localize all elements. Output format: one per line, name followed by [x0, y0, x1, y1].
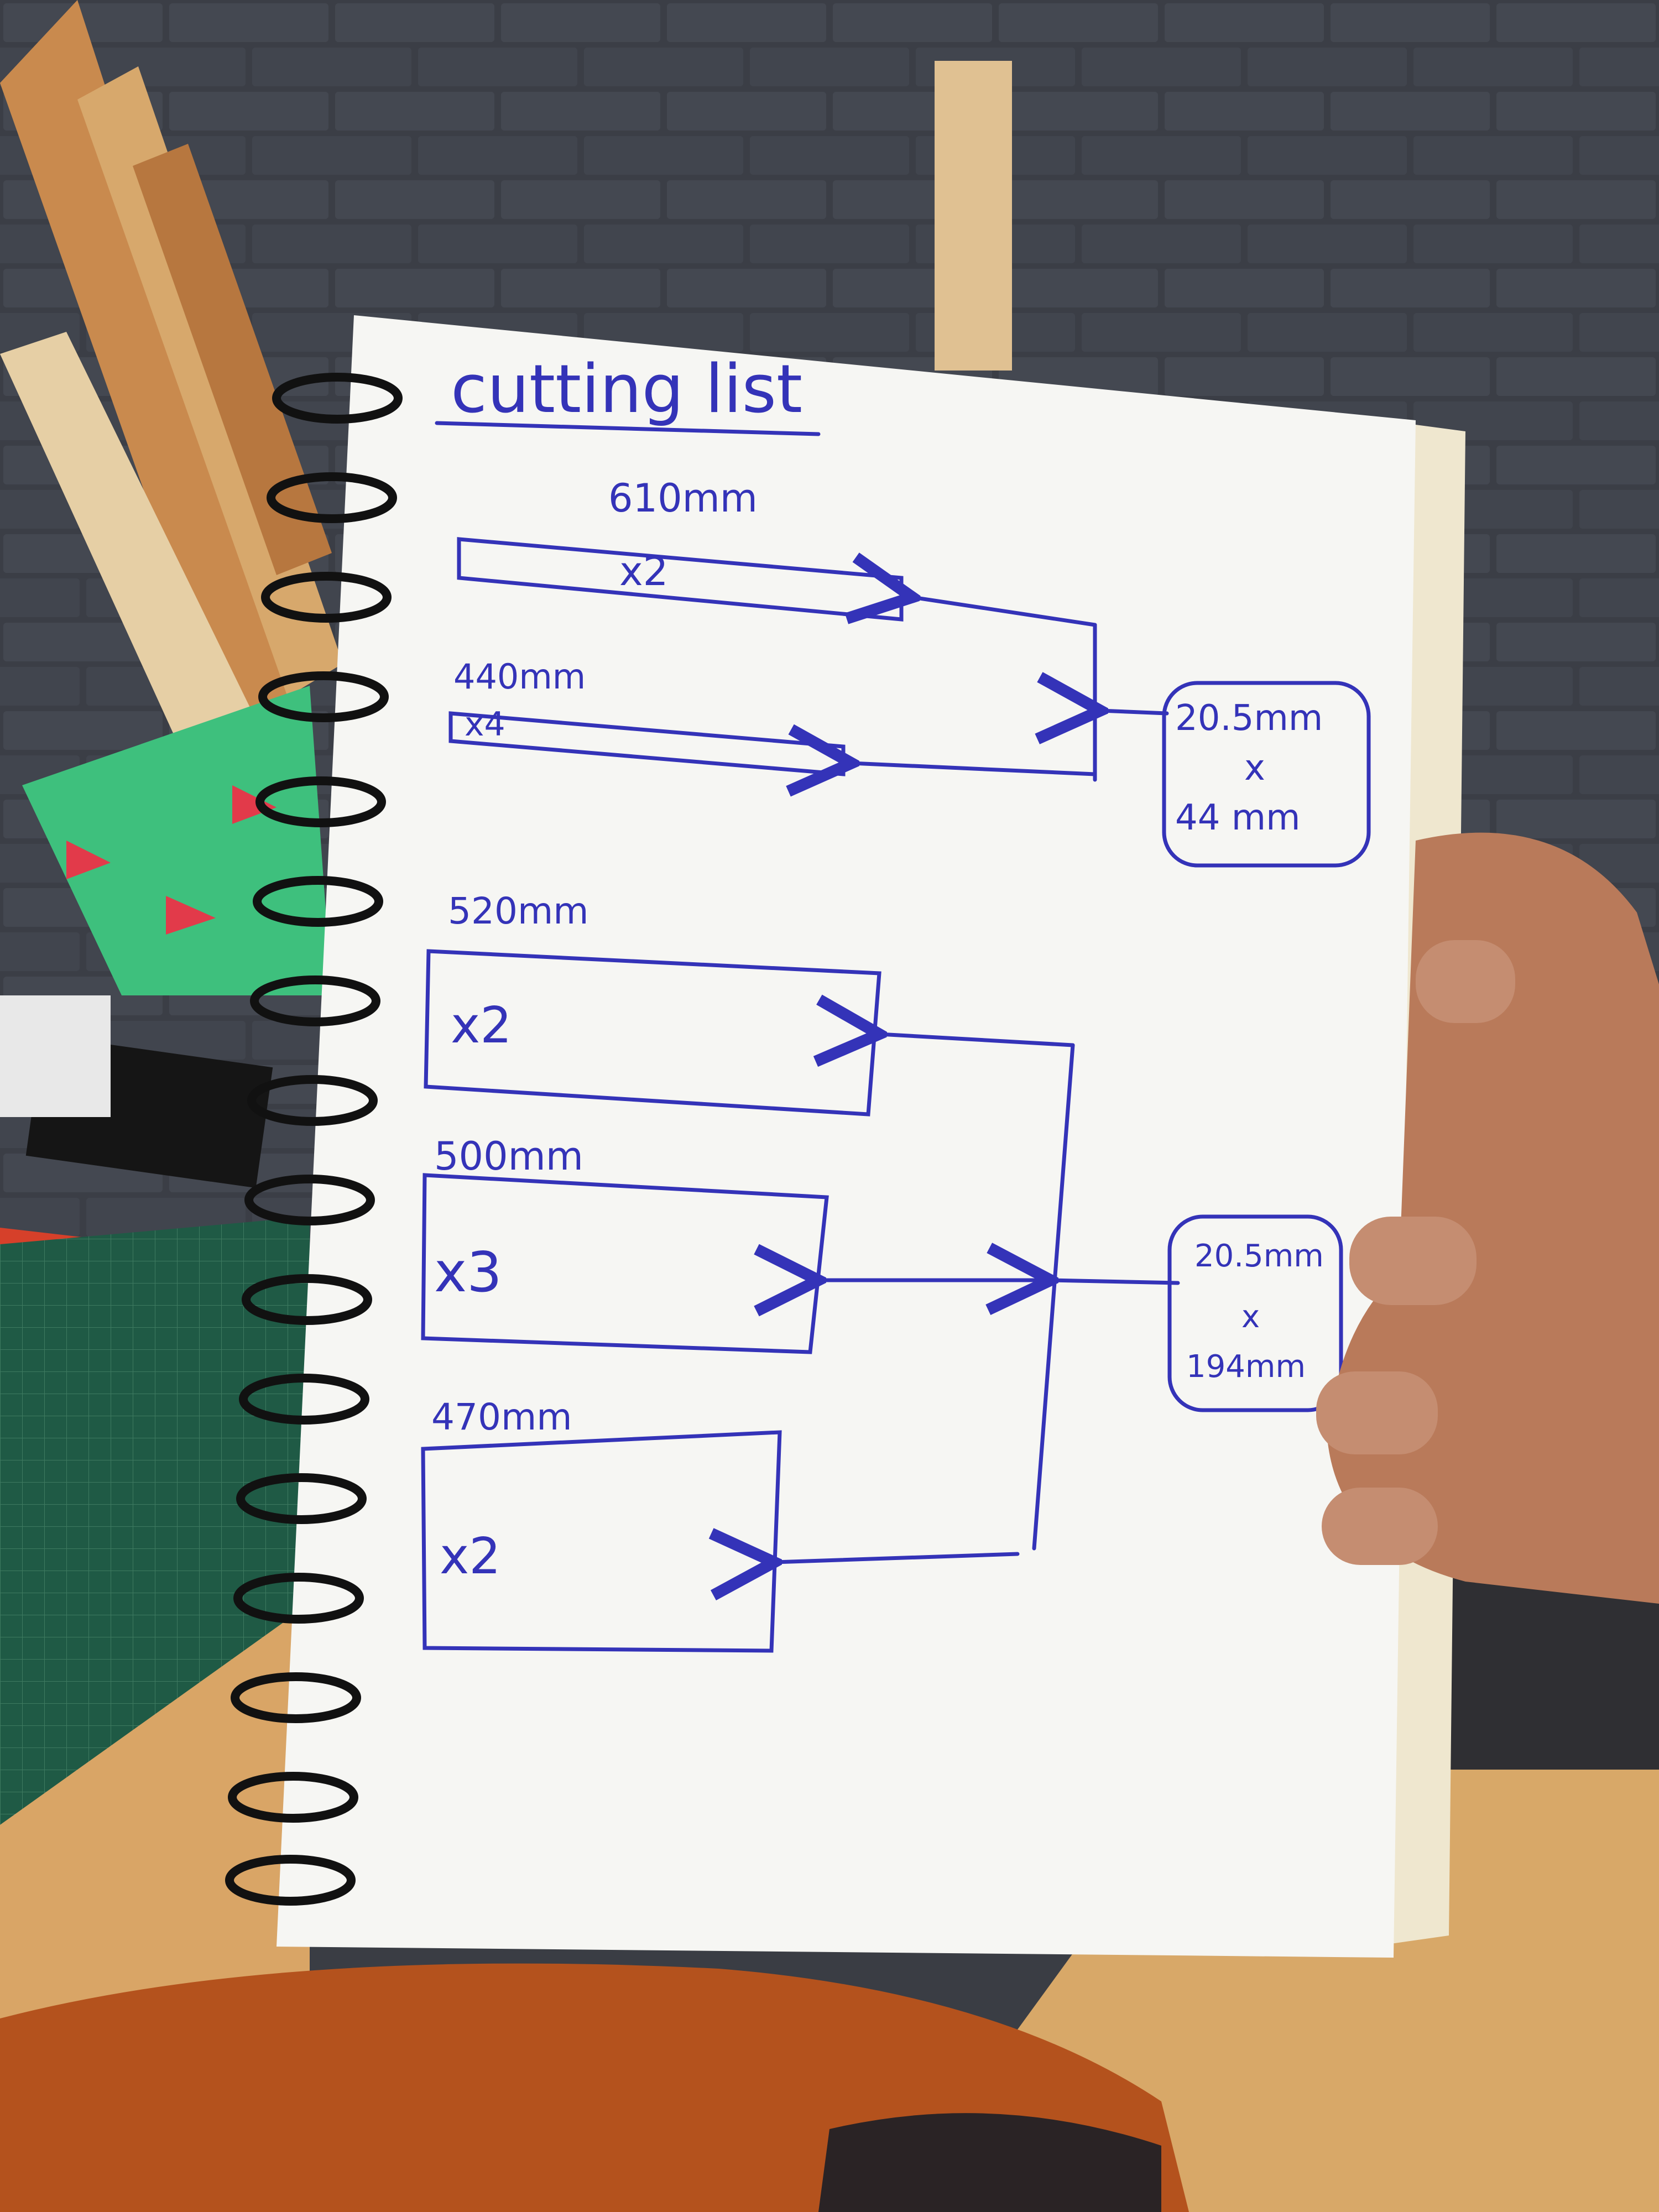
note-title: cutting list [451, 351, 802, 428]
arrow-to-440 [852, 763, 1097, 774]
piece-qty-470: x2 [440, 1527, 501, 1585]
stock-box-a [1162, 681, 1371, 868]
piece-length-610: 610mm [608, 476, 758, 521]
stock-box-b [1167, 1214, 1343, 1412]
stock-b-arrow [1051, 1280, 1180, 1283]
piece-qty-610: x2 [619, 548, 668, 594]
arrow-to-610 [912, 597, 1097, 627]
stock-a-arrow [1100, 711, 1169, 713]
wood-batten [935, 61, 1012, 371]
cutting-list-drawing: cutting list 610mm x2 440mm x4 20.5mm x … [421, 351, 1371, 1653]
piece-520-rect [424, 949, 881, 1117]
piece-qty-500: x3 [434, 1240, 502, 1305]
holding-hand [1316, 832, 1659, 1604]
arrow-to-520 [879, 1034, 1075, 1045]
dark-shoe [818, 2113, 1161, 2212]
stock-a-line2: x [1244, 748, 1265, 789]
piece-length-520: 520mm [448, 890, 589, 932]
piece-500-rect [421, 1173, 829, 1354]
piece-length-500: 500mm [434, 1134, 583, 1179]
piece-470-rect [421, 1430, 782, 1653]
stock-b-line2: x [1241, 1299, 1260, 1335]
title-underline [435, 421, 821, 436]
arrow-to-470 [774, 1554, 1020, 1562]
stock-b-line1: 20.5mm [1194, 1238, 1324, 1274]
spiral-binding [225, 373, 403, 1906]
notebook-page [276, 315, 1416, 1958]
watermelon-bag [22, 686, 332, 995]
piece-length-440: 440mm [453, 656, 586, 697]
stock-a-line3: 44 mm [1175, 797, 1300, 838]
piece-length-470: 470mm [431, 1396, 572, 1438]
piece-qty-520: x2 [451, 997, 512, 1055]
stock-a-line1: 20.5mm [1175, 698, 1323, 739]
white-cloth [0, 995, 111, 1117]
piece-qty-440: x4 [465, 705, 505, 744]
notebook [225, 315, 1465, 1958]
stock-b-line3: 194mm [1186, 1349, 1306, 1385]
